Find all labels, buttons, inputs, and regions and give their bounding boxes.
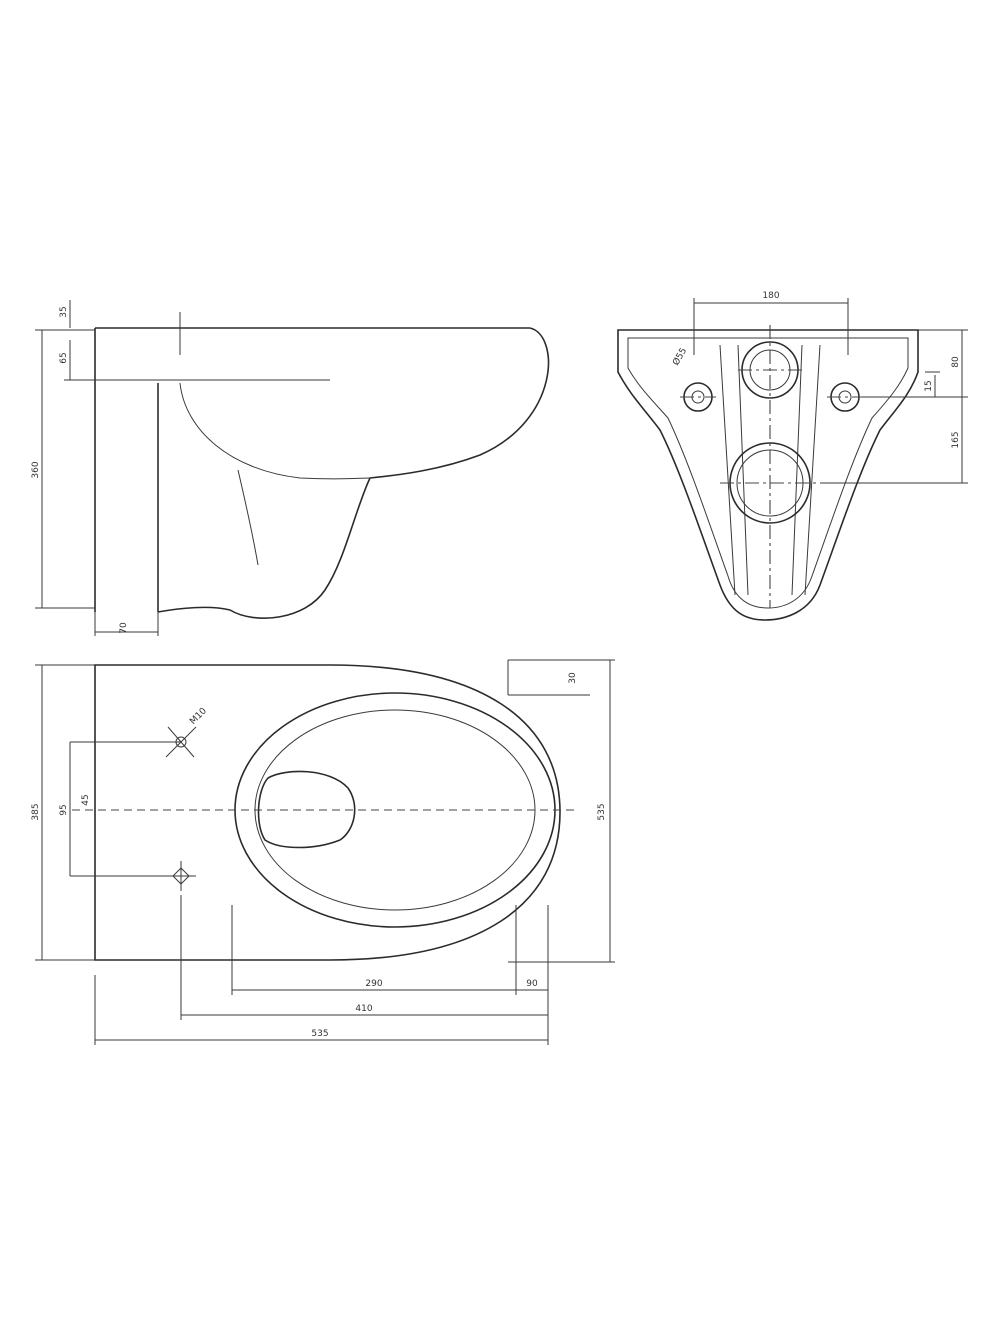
dim-rim-offset: 30 [568, 672, 578, 684]
dim-upper-height: 80 [951, 356, 961, 368]
dim-top-offset: 35 [59, 306, 69, 317]
dim-fixing-spacing: 180 [762, 291, 779, 301]
dim-plate-depth: 70 [119, 622, 129, 634]
dim-total-height: 360 [31, 461, 41, 478]
dim-bowl-length: 290 [365, 979, 382, 989]
side-view: 35 65 360 70 [31, 300, 550, 636]
dim-total-length: 535 [311, 1029, 328, 1039]
dim-side-width: 535 [597, 803, 607, 820]
rear-view: 180 15 80 165 Ø55 [617, 291, 968, 621]
dim-total-width: 385 [31, 803, 41, 820]
dim-side-mark: 45 [81, 794, 91, 805]
dim-fixing-length: 410 [355, 1004, 372, 1014]
dim-outlet-height: 165 [951, 431, 961, 448]
top-view: M10 30 385 95 535 90 290 410 535 45 [31, 659, 615, 1045]
dim-hole-offset: 15 [924, 380, 934, 391]
dim-rim-height: 65 [59, 352, 69, 363]
dim-inner-width: 95 [59, 804, 69, 815]
dim-overhang: 90 [526, 979, 538, 989]
dim-hole-label: Ø55 [670, 346, 689, 368]
dim-fixing-label: M10 [188, 706, 209, 727]
